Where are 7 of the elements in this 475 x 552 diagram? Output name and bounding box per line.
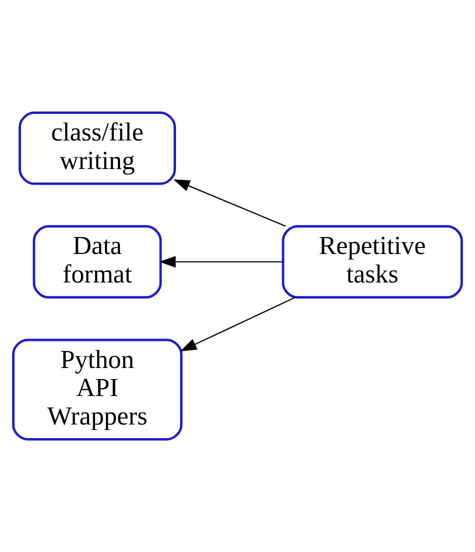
arrow <box>173 179 286 227</box>
node-box: Repetitive tasks <box>282 225 463 298</box>
arrow <box>159 256 284 268</box>
node-box: Python API Wrappers <box>12 338 182 440</box>
arrow <box>180 296 296 352</box>
node-box: Data format <box>32 225 162 298</box>
node-box: class/file writing <box>18 112 176 185</box>
